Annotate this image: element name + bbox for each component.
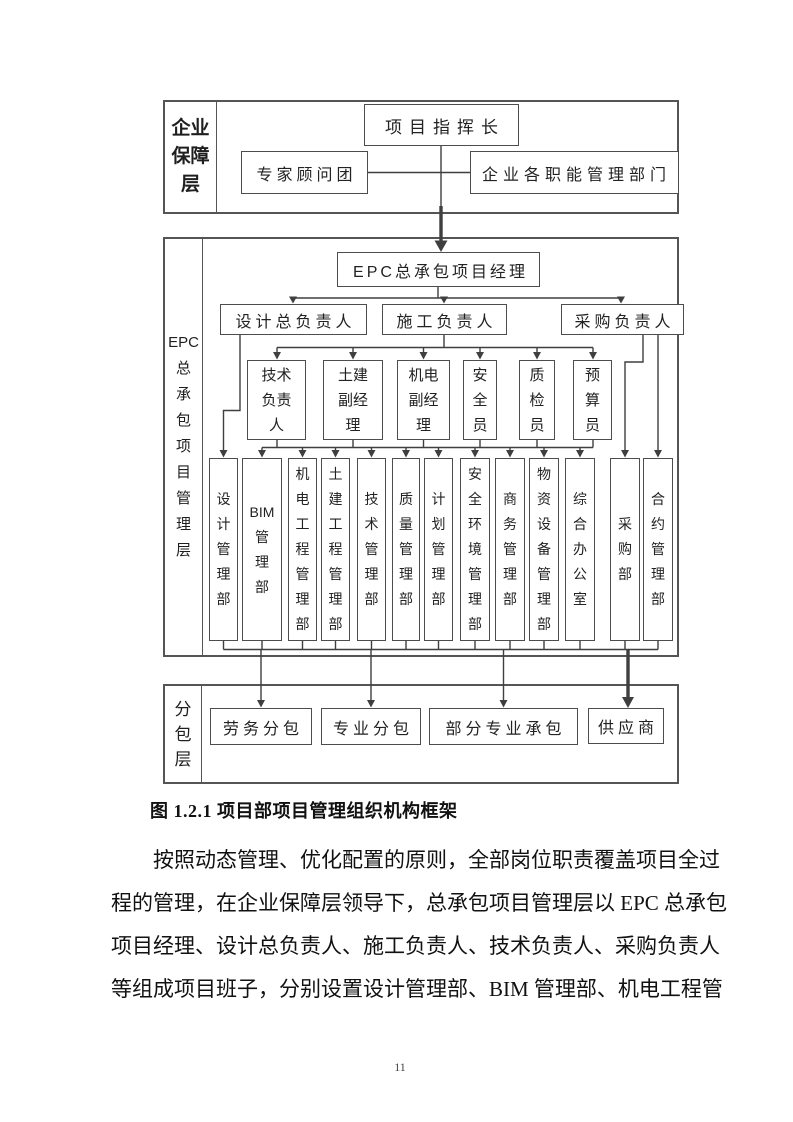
box-bim-dept: BIM 管 理 部 — [242, 458, 282, 641]
box-civil-engineering-dept: 土 建 工 程 管 理 部 — [321, 458, 350, 641]
paragraph-line: 按照动态管理、优化配置的原则，全部岗位职责覆盖项目全过 — [153, 848, 720, 872]
layer-enterprise-label: 企业 保障 层 — [165, 102, 217, 212]
box-commerce-dept: 商 务 管 理 部 — [495, 458, 525, 641]
figure-caption: 图 1.2.1 项目部项目管理组织机构框架 — [150, 801, 458, 821]
box-technical-dept: 技 术 管 理 部 — [357, 458, 386, 641]
layer-epc-label: EPC 总 承 包 项 目 管 理 层 — [165, 239, 203, 655]
box-general-office: 综 合 办 公 室 — [565, 458, 595, 641]
box-civil-deputy-manager: 土建 副经 理 — [323, 360, 383, 440]
box-specialty-subcontract: 专业分包 — [321, 708, 421, 745]
box-mep-engineering-dept: 机 电 工 程 管 理 部 — [288, 458, 317, 641]
box-planning-dept: 计 划 管 理 部 — [424, 458, 453, 641]
paragraph-line: 等组成项目班子，分别设置设计管理部、BIM 管理部、机电工程管 — [111, 977, 723, 1001]
paragraph-line: 项目经理、设计总负责人、施工负责人、技术负责人、采购负责人 — [111, 934, 720, 958]
box-design-dept: 设 计 管 理 部 — [209, 458, 238, 641]
box-partial-specialty-contract: 部分专业承包 — [429, 708, 578, 745]
box-construction-chief: 施工负责人 — [382, 304, 507, 335]
page-number: 11 — [394, 1060, 406, 1074]
box-quality-inspector: 质 检 员 — [519, 360, 555, 440]
box-materials-equipment-dept: 物 资 设 备 管 理 部 — [529, 458, 559, 641]
box-mep-deputy-manager: 机电 副经 理 — [397, 360, 450, 440]
layer-subcontract-label: 分 包 层 — [165, 686, 202, 782]
box-contract-dept: 合 约 管 理 部 — [643, 458, 673, 641]
box-epc-project-manager: EPC总承包项目经理 — [337, 252, 540, 287]
box-procurement-chief: 采购负责人 — [561, 304, 684, 335]
paragraph-line: 程的管理，在企业保障层领导下，总承包项目管理层以 EPC 总承包 — [111, 891, 728, 915]
box-safety-environment-dept: 安 全 环 境 管 理 部 — [460, 458, 490, 641]
box-labor-subcontract: 劳务分包 — [210, 708, 312, 745]
box-budget-officer: 预 算 员 — [573, 360, 612, 440]
box-enterprise-functional-depts: 企业各职能管理部门 — [470, 151, 679, 194]
box-design-chief: 设计总负责人 — [220, 304, 367, 335]
box-technical-manager: 技术 负责 人 — [247, 360, 306, 440]
box-suppliers: 供应商 — [588, 708, 664, 744]
layer-epc-section: EPC 总 承 包 项 目 管 理 层 — [163, 237, 679, 657]
box-quality-dept: 质 量 管 理 部 — [392, 458, 420, 641]
box-procurement-dept: 采 购 部 — [610, 458, 640, 641]
box-expert-advisors: 专家顾问团 — [241, 151, 368, 194]
box-project-commander: 项目指挥长 — [364, 104, 519, 146]
box-safety-officer: 安 全 员 — [463, 360, 497, 440]
